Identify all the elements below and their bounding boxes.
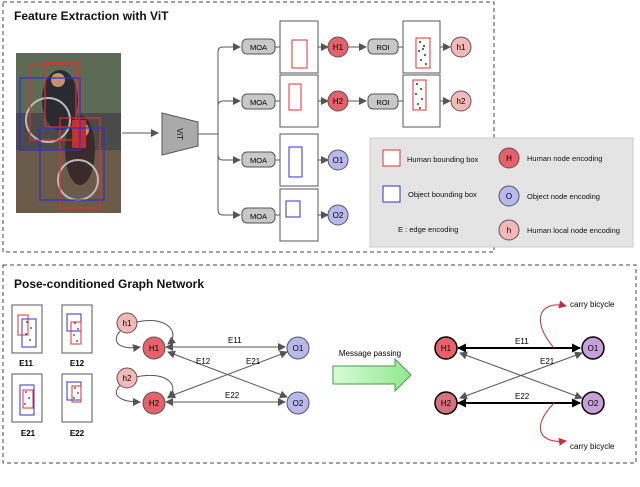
- node-H1-top-label: H1: [333, 43, 344, 52]
- moa-row-4: MOA O2: [241, 188, 349, 242]
- legend-object-box: Object bounding box: [408, 190, 477, 199]
- carry-label-bottom: carry bicycle: [570, 442, 615, 451]
- legend-object-node: Object node encoding: [527, 192, 600, 201]
- node-O2-out-label: O2: [588, 399, 599, 408]
- edge-label-E11: E11: [228, 336, 242, 345]
- edge-thumbnail-E12: E12: [61, 304, 93, 368]
- edge-label-E22-out: E22: [515, 392, 530, 401]
- edge-label-E11-out: E11: [515, 337, 529, 346]
- node-O1-out-label: O1: [588, 344, 599, 353]
- node-h1-graph: [116, 312, 138, 334]
- legend-object-node-icon: [498, 185, 520, 207]
- node-H2-graph-label: H2: [149, 399, 160, 408]
- legend: Human bounding box Object bounding box E…: [369, 137, 634, 248]
- thumb-label-E11: E11: [19, 359, 33, 368]
- node-O2-out: [581, 391, 605, 415]
- branch-3: [217, 134, 241, 164]
- carry-label-top: carry bicycle: [570, 300, 615, 309]
- moa-label-2: MOA: [250, 98, 267, 107]
- legend-local-node: Human local node encoding: [527, 226, 620, 235]
- node-O2-top-label: O2: [333, 211, 344, 220]
- node-H2-out-label: H2: [441, 399, 452, 408]
- moa-row-1: MOA H1 ROI h1: [241, 20, 472, 74]
- legend-human-node-icon: [498, 147, 520, 169]
- message-passing-arrow: Message passing: [332, 349, 412, 393]
- graph-input: h1 h2 H1 H2 O1 O2 E11 E12 E21 E22: [115, 312, 310, 415]
- node-h1-top: [450, 36, 472, 58]
- moa-label-3: MOA: [250, 156, 267, 165]
- panel-title-feature-extraction: Feature Extraction with ViT: [14, 9, 169, 23]
- thumb-label-E21: E21: [21, 429, 36, 438]
- legend-O: O: [506, 192, 512, 201]
- panel-title-graph-network: Pose-conditioned Graph Network: [14, 277, 204, 291]
- node-h2-top: [450, 90, 472, 112]
- node-O1-out: [581, 336, 605, 360]
- legend-object-box-swatch: [382, 185, 401, 203]
- branch-4: [217, 134, 241, 219]
- carry-arrow-top: [539, 300, 567, 349]
- node-O1-top: [327, 149, 349, 171]
- edge-label-E12: E12: [196, 357, 211, 366]
- moa-row-2: MOA H2 ROI h2: [241, 74, 472, 128]
- node-h1-top-label: h1: [457, 43, 466, 52]
- node-h2-graph: [116, 367, 138, 389]
- thumb-label-E22: E22: [70, 429, 85, 438]
- roi-label-2: ROI: [376, 98, 389, 107]
- node-O1-top-label: O1: [333, 156, 344, 165]
- legend-h: h: [507, 226, 511, 235]
- node-H1-graph: [142, 336, 166, 360]
- thumb-label-E12: E12: [70, 359, 85, 368]
- legend-local-node-icon: [498, 219, 520, 241]
- node-O1-graph-label: O1: [293, 344, 304, 353]
- node-O2-graph-label: O2: [293, 399, 304, 408]
- node-O2-graph: [286, 391, 310, 415]
- node-H1-out-label: H1: [441, 344, 452, 353]
- carry-arrow-bottom: [540, 402, 567, 446]
- edge-thumbnail-E11: E11: [11, 304, 43, 368]
- node-h1-graph-label: h1: [123, 319, 132, 328]
- vit-block: [161, 112, 199, 156]
- feature-extraction-panel: [2, 1, 495, 253]
- moa-label-1: MOA: [250, 43, 267, 52]
- legend-human-box-swatch: [382, 149, 401, 167]
- node-h2-top-label: h2: [457, 97, 466, 106]
- legend-human-box: Human bounding box: [407, 155, 479, 164]
- moa-label-4: MOA: [250, 212, 267, 221]
- edge-label-E21-out: E21: [540, 357, 555, 366]
- edge-label-E21: E21: [246, 357, 261, 366]
- node-H1-out: [434, 336, 458, 360]
- node-H2-graph: [142, 391, 166, 415]
- legend-edge: E : edge encoding: [398, 225, 458, 234]
- node-h2-graph-label: h2: [123, 374, 132, 383]
- node-O2-top: [327, 204, 349, 226]
- edge-thumbnail-E22: E22: [61, 373, 93, 438]
- branch-1: [217, 43, 241, 134]
- input-photo: [16, 53, 121, 213]
- roi-label-1: ROI: [376, 43, 389, 52]
- graph-network-panel: [2, 264, 637, 464]
- node-H1-graph-label: H1: [149, 344, 160, 353]
- edge-thumbnail-E21: E21: [11, 373, 43, 438]
- node-H2-top-label: H2: [333, 97, 344, 106]
- edge-label-E22: E22: [225, 391, 240, 400]
- vit-label: ViT: [175, 128, 184, 140]
- legend-human-node: Human node encoding: [527, 154, 602, 163]
- node-O1-graph: [286, 336, 310, 360]
- message-passing-label: Message passing: [339, 349, 401, 358]
- graph-output: H1 H2 O1 O2 E11 E21 E22 carry bicycle ca…: [434, 300, 615, 451]
- legend-H: H: [506, 154, 512, 163]
- moa-row-3: MOA O1: [241, 133, 349, 187]
- node-H2-out: [434, 391, 458, 415]
- branch-2: [217, 97, 241, 134]
